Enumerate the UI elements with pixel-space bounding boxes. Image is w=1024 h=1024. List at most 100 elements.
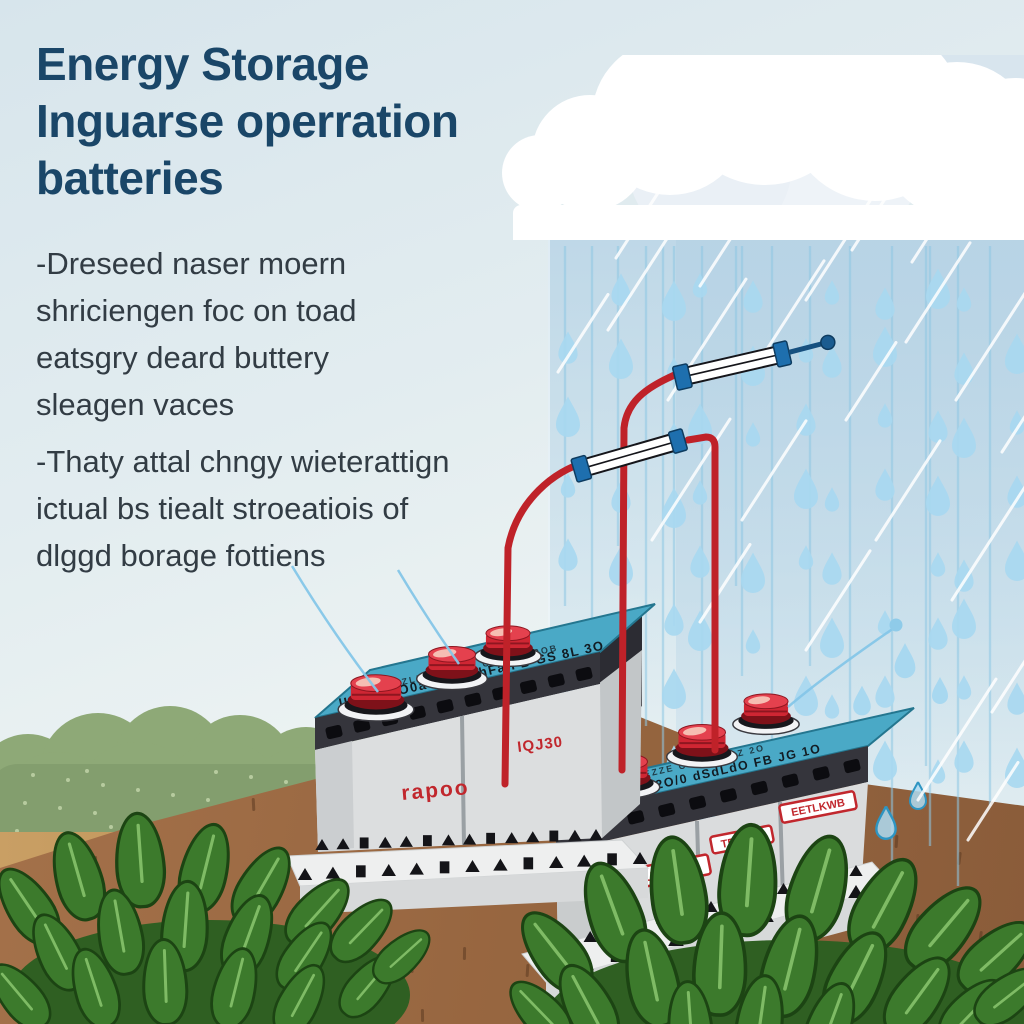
- title-line: batteries: [36, 152, 224, 204]
- paragraph-line: eatsgry deard buttery: [36, 340, 329, 375]
- raindrop: [690, 545, 710, 578]
- tube-cap: [672, 363, 693, 391]
- raindrop: [932, 677, 948, 704]
- title-line: Energy Storage: [36, 38, 370, 90]
- trim-vent-slot: [436, 699, 454, 714]
- clamp-mark: [381, 864, 396, 876]
- raindrop: [1009, 410, 1024, 435]
- paragraph-line: dlggd borage fottiens: [36, 538, 326, 573]
- clamp-mark: [462, 833, 477, 845]
- clamp-mark: [827, 871, 837, 882]
- inline-tube-upper: [672, 334, 836, 391]
- rain-streak-diagonal: [950, 485, 1024, 602]
- battery-terminal: [337, 674, 415, 722]
- battery-left-body: [315, 684, 602, 852]
- inline-tube-lower: [570, 428, 688, 483]
- rain-streak-diagonal: [966, 761, 1020, 842]
- rain-streak-diagonal: [614, 179, 668, 260]
- trim-vent-slot: [688, 795, 707, 810]
- hedge-speckle: [101, 783, 105, 787]
- raindrop: [560, 473, 576, 498]
- leader-dot: [889, 618, 903, 632]
- trim-vent-slot: [627, 810, 645, 825]
- trim-vent-slot: [519, 679, 537, 694]
- rain-streak-diagonal: [904, 241, 972, 344]
- badge: EETLKWB: [778, 790, 858, 824]
- rain-streak-diagonal: [740, 419, 808, 522]
- raindrop: [877, 403, 893, 428]
- bullet-paragraph-1: -Dreseed naser moern shriciengen foc on …: [36, 240, 357, 428]
- rain-streak-diagonal: [954, 291, 1024, 402]
- paragraph-line: -Dreseed naser moern: [36, 246, 347, 281]
- battery-terminal: [732, 693, 800, 736]
- trim-vent-slot: [750, 780, 768, 796]
- raindrop-outlined: [875, 805, 897, 840]
- trim-vent-slot: [325, 724, 343, 740]
- rain-cloud: [495, 55, 1024, 240]
- raindrop: [662, 280, 686, 321]
- raindrop: [794, 675, 818, 716]
- raindrop: [1007, 475, 1024, 508]
- rain-streak-diagonal: [804, 177, 886, 302]
- clamp-mark: [409, 862, 424, 875]
- tube-cap: [667, 428, 688, 454]
- rain-streak-diagonal: [1000, 415, 1024, 454]
- clamp-mark: [526, 831, 540, 843]
- battery-terminal: [415, 645, 489, 691]
- trim-vent-slot: [353, 718, 371, 733]
- cable-tube-to-right-battery: [684, 433, 719, 754]
- raindrop-outlined: [908, 781, 928, 810]
- clamp-mark: [399, 835, 413, 847]
- raindrop: [952, 417, 976, 458]
- raindrop: [1005, 333, 1024, 374]
- battery-left: lH1 3Q (O0a dZdEdhFa FB GS 8L 3O oZEZLEZ…: [286, 603, 656, 914]
- raindrop: [956, 287, 972, 312]
- clamp-mark: [465, 860, 480, 872]
- raindrop: [1005, 540, 1024, 581]
- raindrop: [952, 598, 976, 639]
- hedge-speckle: [31, 773, 35, 777]
- raindrop: [741, 552, 765, 593]
- raindrop: [692, 480, 708, 505]
- clamp-mark: [359, 837, 369, 849]
- raindrop: [928, 410, 948, 443]
- title-line: Inguarse operration: [36, 95, 459, 147]
- tube-plunger-flange: [772, 340, 793, 368]
- hedge-speckle: [136, 788, 140, 792]
- raindrop: [877, 610, 893, 635]
- raindrop: [873, 326, 897, 367]
- raindrop: [954, 740, 974, 773]
- rain-streak-diagonal: [650, 417, 732, 542]
- raindrop: [609, 338, 633, 379]
- trim-vent-slot: [719, 788, 738, 803]
- clamp-mark: [589, 829, 603, 840]
- tube-plunger-ball: [820, 334, 836, 351]
- paragraph-line: sleagen vaces: [36, 387, 235, 422]
- rain-streak-diagonal: [804, 549, 872, 652]
- leader-line-left-1: [290, 565, 379, 693]
- raindrop: [820, 617, 844, 658]
- raindrop: [794, 468, 818, 509]
- clamp-mark: [356, 865, 366, 878]
- raindrop: [954, 352, 974, 385]
- rain-streak-diagonal: [698, 207, 752, 288]
- raindrop: [954, 559, 974, 592]
- cell-divider: [460, 715, 466, 846]
- hedge-speckle: [284, 780, 288, 784]
- raindrop: [824, 487, 840, 512]
- clamp-mark: [486, 832, 496, 844]
- raindrop: [822, 345, 842, 378]
- battery-terminal: [665, 723, 739, 769]
- raindrop: [875, 675, 895, 708]
- hedge-speckle: [171, 793, 175, 797]
- raindrop: [926, 475, 950, 516]
- paragraph-line: ictual bs tiealt stroeatiois of: [36, 491, 409, 526]
- rain-streak-diagonal: [990, 659, 1024, 714]
- hedge-speckle: [249, 775, 253, 779]
- trim-vent-slot: [464, 692, 482, 707]
- leader-line-right: [787, 626, 895, 708]
- raindrop: [894, 643, 916, 679]
- page-title: Energy Storage Inguarse operration batte…: [36, 36, 459, 207]
- clamp-mark: [682, 907, 692, 918]
- tube-plunger-rod: [788, 341, 823, 355]
